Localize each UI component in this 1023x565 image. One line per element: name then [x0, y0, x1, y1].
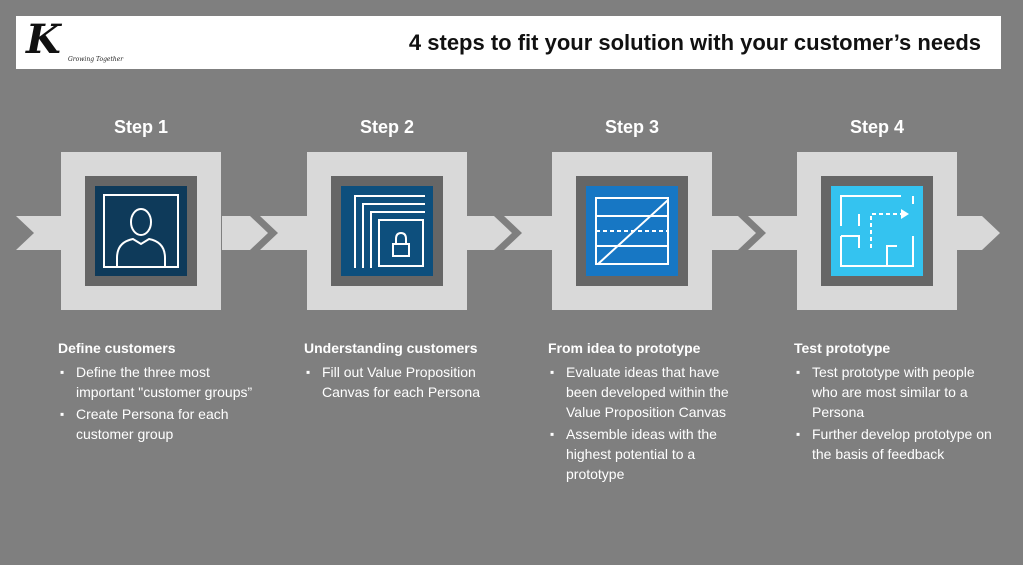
person-icon: [95, 186, 187, 276]
step-3-heading: From idea to prototype: [548, 340, 701, 356]
list-item: Assemble ideas with the highest potentia…: [548, 424, 748, 484]
arrow-segment-5: [504, 216, 554, 250]
list-item: Define the three most important "custome…: [58, 362, 258, 402]
step-4-frame: [821, 176, 933, 286]
lock-icon: [341, 186, 433, 276]
header-bar: K Growing Together 4 steps to fit your s…: [16, 16, 1001, 69]
arrow-segment-7: [748, 216, 798, 250]
company-logo: K Growing Together: [22, 16, 142, 66]
step-3-description: From idea to prototype Evaluate ideas th…: [548, 338, 748, 486]
step-1-frame: [85, 176, 197, 286]
arrow-segment-3: [260, 216, 310, 250]
step-2-heading: Understanding customers: [304, 340, 478, 356]
step-1-bullets: Define the three most important "custome…: [58, 362, 258, 444]
step-4-heading: Test prototype: [794, 340, 891, 356]
list-item: Evaluate ideas that have been developed …: [548, 362, 748, 422]
list-item: Fill out Value Proposition Canvas for ea…: [304, 362, 504, 402]
arrow-segment-4: [466, 216, 512, 250]
step-2-card: [307, 152, 467, 310]
step-4-description: Test prototype Test prototype with peopl…: [794, 338, 994, 466]
step-4-label: Step 4: [849, 117, 905, 137]
arrow-segment-1: [16, 216, 66, 250]
list-item: Further develop prototype on the basis o…: [794, 424, 994, 464]
arrow-segment-6: [710, 216, 756, 250]
step-3-label: Step 3: [604, 117, 660, 137]
step-2-label: Step 2: [359, 117, 415, 137]
step-3-bullets: Evaluate ideas that have been developed …: [548, 362, 748, 484]
step-1-heading: Define customers: [58, 340, 176, 356]
arrow-segment-8: [954, 216, 1000, 250]
step-4-bullets: Test prototype with people who are most …: [794, 362, 994, 464]
step-3-card: [552, 152, 712, 310]
logo-letter: K: [26, 16, 61, 63]
list-item: Test prototype with people who are most …: [794, 362, 994, 422]
page-title: 4 steps to fit your solution with your c…: [408, 30, 981, 55]
list-item: Create Persona for each customer group: [58, 404, 258, 444]
step-3-frame: [576, 176, 688, 286]
step-1-description: Define customers Define the three most i…: [58, 338, 258, 446]
step-1-card: [61, 152, 221, 310]
arrow-segment-2: [222, 216, 268, 250]
logo-tagline: Growing Together: [68, 56, 124, 63]
divided-box-icon: [586, 186, 678, 276]
step-2-description: Understanding customers Fill out Value P…: [304, 338, 504, 404]
step-2-bullets: Fill out Value Proposition Canvas for ea…: [304, 362, 504, 402]
step-1-label: Step 1: [113, 117, 169, 137]
step-4-card: [797, 152, 957, 310]
step-2-frame: [331, 176, 443, 286]
floorplan-path-icon: [831, 186, 923, 276]
